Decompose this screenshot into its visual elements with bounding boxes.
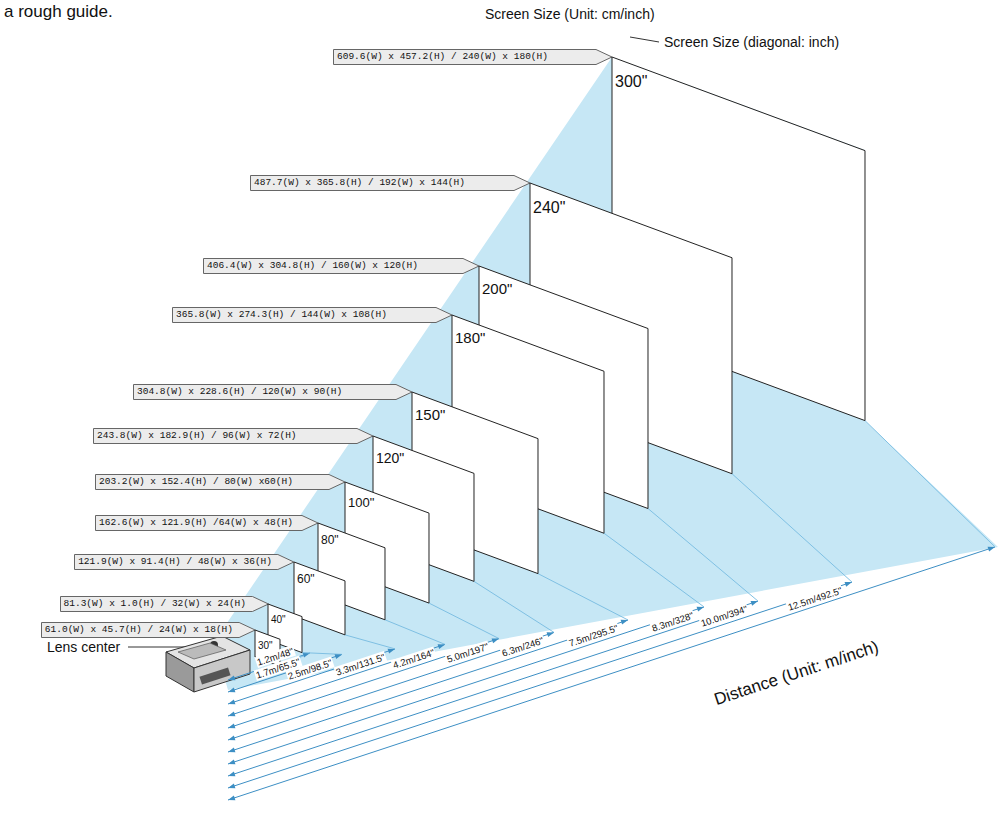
arrow-head [621,620,628,625]
arrow-head [228,783,235,788]
distance-line [228,654,342,692]
projector-icon [166,636,250,692]
size-callout: 81.3(W) x 1.0(H) / 32(W) x 24(H) [60,596,268,612]
outline-shape [96,475,346,490]
screen-guide [429,603,499,638]
arrow-head [228,699,235,704]
arrow-head [228,735,235,740]
size-callout: 487.7(W) x 365.8(H) / 192(W) x 144(H) [250,175,530,191]
size-callout: 304.8(W) x 228.6(H) / 120(W) x 90(H) [133,384,412,400]
screen-guide [604,533,704,607]
dimension-text: 243.8(W) x 182.9(H) / 96(W) x 72(H) [97,428,297,444]
size-callout: 61.0(W) x 45.7(H) / 24(W) x 18(H) [41,622,255,638]
outline-shape [41,623,255,638]
screen-size: 200" [482,281,512,298]
dimension-text: 304.8(W) x 228.6(H) / 120(W) x 90(H) [137,384,342,400]
size-callout: 121.9(W) x 91.4(H) / 48(W) x 36(H) [74,554,294,570]
caption-label: Screen Size (diagonal: inch) [664,34,839,50]
leader-line [630,37,659,42]
arrow-head [751,601,758,606]
size-callout: 243.8(W) x 182.9(H) / 96(W) x 72(H) [93,428,373,444]
distance-line [228,547,995,800]
screen-size: 300" [615,73,647,91]
screen-guide [345,635,395,649]
dimension-text: 121.9(W) x 91.4(H) / 48(W) x 36(H) [78,554,272,570]
distance-label: 10.0m/394" [699,603,750,629]
dimension-text: 406.4(W) x 304.8(H) / 160(W) x 120(H) [207,258,418,274]
arrow-head [303,653,310,658]
distance-label: 12.5m/492.5" [785,584,844,613]
arrow-head [988,547,995,552]
caption-label: Lens center [47,639,120,655]
distance-label: 8.3m/328" [650,609,696,634]
dimension-text: 81.3(W) x 1.0(H) / 32(W) x 24(H) [64,596,246,612]
distance-line [228,639,499,728]
arrow-head [228,747,235,752]
screen-size: 80" [321,534,339,547]
outline-shape [204,259,480,274]
arrow-head [228,711,235,716]
arrow-head [697,607,704,612]
distance-line [228,644,445,716]
screen-guide [538,574,628,620]
arrow-head [335,654,342,659]
outline-shape [251,176,531,191]
arrow-head [228,687,235,692]
outline-shape [173,308,453,323]
outline-shape [134,385,413,400]
size-callout: 365.8(W) x 274.3(H) / 144(W) x 108(H) [172,307,452,323]
caption-label: Screen Size (Unit: cm/inch) [485,6,655,22]
screen-guide [385,620,445,645]
arrow-head [547,632,554,637]
arrow-head [438,644,445,649]
caption-label: a rough guide. [4,2,113,22]
outline-shape [75,555,294,570]
dimension-text: 365.8(W) x 274.3(H) / 144(W) x 108(H) [176,307,387,323]
distance-line [228,649,395,704]
outline-shape [60,597,268,612]
screen-size: 40" [271,614,286,625]
screen-guide [648,509,758,602]
arrow-head [228,795,235,800]
screen-guide [732,474,852,582]
screen-size: 240" [533,199,565,217]
distance-label: 7.5m/295.5" [566,622,620,649]
arrow-head [388,649,395,654]
size-callout: 162.6(W) x 121.9(H) /64(W) x 48(H) [95,515,318,531]
arrow-head [845,582,852,587]
screen-size: 120" [376,451,404,466]
arrow-head [228,771,235,776]
arrow-head [228,675,235,680]
distance-label: 6.3m/246" [500,635,546,660]
axis-title: Distance (Unit: m/inch) [712,637,882,710]
dimension-text: 609.6(W) x 457.2(H) / 240(W) x 180(H) [337,49,548,65]
dimension-text: 162.6(W) x 121.9(H) /64(W) x 48(H) [99,515,293,531]
screen-size: 150" [415,407,445,424]
dimension-text: 61.0(W) x 45.7(H) / 24(W) x 18(H) [45,622,233,638]
dimension-text: 487.7(W) x 365.8(H) / 192(W) x 144(H) [254,175,465,191]
arrow-head [492,638,499,643]
size-callout: 203.2(W) x 152.4(H) / 80(W) x60(H) [95,474,345,490]
screen-guide [474,581,554,632]
outline-shape [334,50,613,65]
screen-size: 60" [297,573,315,586]
outline-shape [96,516,319,531]
screen-size: 30" [258,640,273,651]
screen-guide [865,421,995,547]
dimension-text: 203.2(W) x 152.4(H) / 80(W) x60(H) [99,474,293,490]
screen-size: 180" [455,330,485,347]
arrow-head [228,759,235,764]
distance-line [228,601,758,776]
size-callout: 609.6(W) x 457.2(H) / 240(W) x 180(H) [333,49,612,65]
size-callout: 406.4(W) x 304.8(H) / 160(W) x 120(H) [203,258,479,274]
screen-size: 100" [348,496,374,510]
arrow-head [228,723,235,728]
screen-guide [302,653,342,655]
projection-light [214,57,998,690]
outline-shape [94,429,374,444]
